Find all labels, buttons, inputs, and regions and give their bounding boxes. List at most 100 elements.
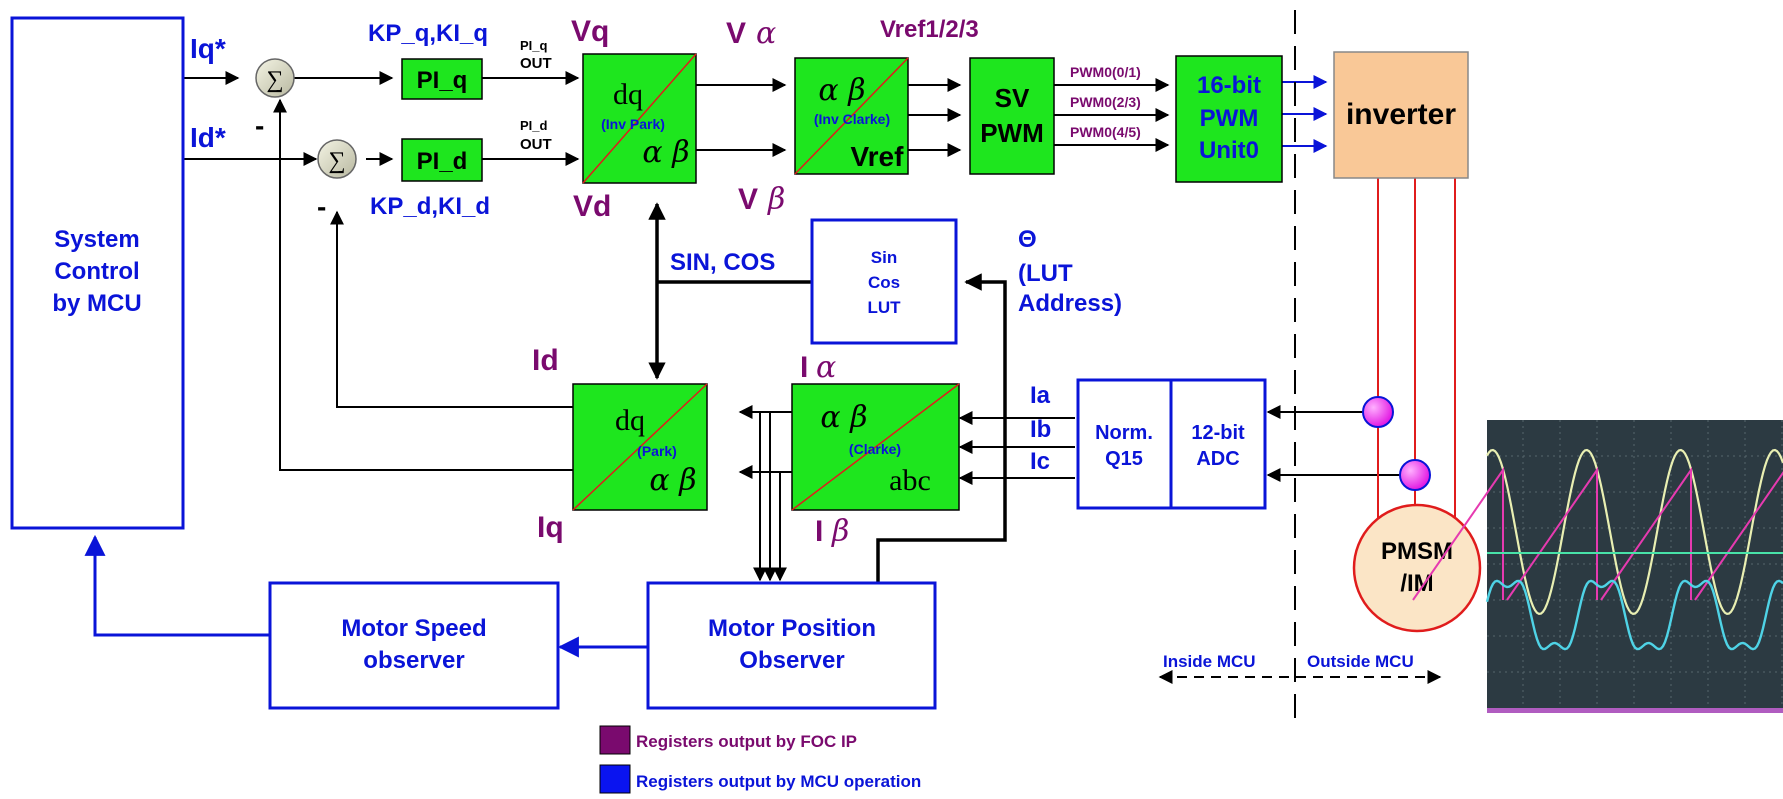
lut-line3: LUT	[867, 298, 901, 317]
id-feedback-label: Id	[532, 344, 559, 377]
legend-foc-label: Registers output by FOC IP	[636, 732, 857, 751]
summer-d-symbol: ∑	[328, 148, 345, 174]
pi-q-out-line2: OUT	[520, 55, 552, 72]
oscilloscope-capture	[1412, 420, 1783, 713]
inv-park-sub: (Inv Park)	[601, 116, 665, 132]
pwm-channel-2: PWM0(4/5)	[1070, 124, 1141, 140]
speed-observer-line1: Motor Speed	[341, 615, 486, 642]
legend-mcu-label: Registers output by MCU operation	[636, 772, 921, 791]
sincos-label: SIN, COS	[670, 249, 775, 276]
inv-clarke-top: α β	[818, 73, 865, 108]
svpwm-line2: PWM	[980, 118, 1044, 148]
sincos-lut-block: Sin Cos LUT	[810, 218, 958, 345]
pi-q-gains: KP_q,KI_q	[368, 20, 488, 47]
vd-label: Vd	[573, 190, 611, 223]
summer-q: ∑	[255, 58, 295, 98]
summer-q-minus: -	[255, 110, 264, 141]
id-star-label: Id*	[190, 122, 226, 153]
motor-line1: PMSM	[1381, 538, 1453, 565]
current-sensor-b	[1399, 459, 1431, 491]
summer-d-minus: -	[317, 191, 326, 222]
pi-d-block: PI_d	[401, 138, 483, 182]
inside-mcu-label: Inside MCU	[1163, 652, 1256, 671]
ia-label: Ia	[1030, 382, 1051, 409]
i-alpha-i: I	[800, 351, 808, 384]
speed-observer-block: Motor Speed observer	[268, 581, 560, 710]
v-beta-v: V	[738, 183, 758, 216]
norm-line1: Norm.	[1095, 422, 1153, 444]
iq-feedback-label: Iq	[537, 511, 564, 544]
inverter-block: inverter	[1333, 51, 1469, 179]
pi-q-out-line1: PI_q	[520, 38, 548, 53]
position-observer-line2: Observer	[739, 647, 844, 674]
clarke-block: α β (Clarke) abc	[791, 383, 960, 511]
inv-park-block: dq (Inv Park) α β	[582, 53, 697, 184]
system-control-line3: by MCU	[52, 290, 141, 317]
inv-park-bottom: α β	[642, 135, 689, 170]
position-observer-line1: Motor Position	[708, 615, 876, 642]
current-sensor-a	[1362, 396, 1394, 428]
system-control-line2: Control	[54, 258, 139, 285]
adc-block: 12-bit ADC	[1169, 378, 1267, 510]
inv-park-top: dq	[613, 78, 643, 111]
clarke-sub: (Clarke)	[849, 441, 901, 457]
pwm-unit-line2: PWM	[1200, 105, 1259, 132]
motor-block: PMSM /IM	[1352, 503, 1482, 633]
pwm-channel-1: PWM0(2/3)	[1070, 94, 1141, 110]
i-alpha-greek: α	[816, 350, 836, 385]
ib-label: Ib	[1030, 416, 1051, 443]
vref123-label: Vref1/2/3	[880, 16, 979, 43]
lut-address-line2: Address)	[1018, 290, 1122, 317]
inverter-label: inverter	[1346, 98, 1456, 131]
pwm-unit-line3: Unit0	[1199, 137, 1259, 164]
lut-line2: Cos	[868, 273, 900, 292]
v-beta-greek: β	[767, 182, 785, 217]
norm-q15-block: Norm. Q15	[1076, 378, 1173, 510]
svpwm-line1: SV	[995, 83, 1030, 113]
pi-d-gains: KP_d,KI_d	[370, 193, 490, 220]
lut-line1: Sin	[871, 248, 897, 267]
park-block: dq (Park) α β	[572, 383, 708, 511]
inv-clarke-bottom: Vref	[851, 141, 905, 172]
adc-line2: ADC	[1196, 448, 1239, 470]
lut-address-line1: (LUT	[1018, 260, 1073, 287]
pwm-channel-0: PWM0(0/1)	[1070, 64, 1141, 80]
legend-mcu-swatch	[599, 764, 631, 794]
park-bottom: α β	[649, 463, 696, 498]
iq-star-label: Iq*	[190, 33, 226, 64]
i-beta-i: I	[815, 515, 823, 548]
svpwm-block: SV PWM	[969, 57, 1055, 175]
ic-label: Ic	[1030, 448, 1050, 475]
position-observer-block: Motor Position Observer	[646, 581, 937, 710]
pi-q-label: PI_q	[417, 67, 468, 94]
system-control-block: System Control by MCU	[10, 16, 185, 530]
vq-label: Vq	[571, 15, 609, 48]
v-alpha-greek: α	[756, 16, 776, 51]
norm-line2: Q15	[1105, 448, 1143, 470]
v-alpha-v: V	[726, 17, 746, 50]
summer-q-symbol: ∑	[266, 67, 283, 93]
i-beta-greek: β	[831, 514, 849, 549]
outside-mcu-label: Outside MCU	[1307, 652, 1414, 671]
legend: Registers output by FOC IP Registers out…	[599, 725, 921, 794]
system-control-line1: System	[54, 226, 139, 253]
pwm-unit-line1: 16-bit	[1197, 72, 1261, 99]
inv-clarke-sub: (Inv Clarke)	[814, 111, 890, 127]
clarke-bottom: abc	[889, 464, 931, 497]
inv-clarke-block: α β (Inv Clarke) Vref	[794, 57, 909, 175]
adc-line1: 12-bit	[1191, 422, 1245, 444]
theta-label: Θ	[1018, 226, 1037, 253]
pi-d-out-line1: PI_d	[520, 118, 548, 133]
pi-q-block: PI_q	[401, 58, 483, 100]
park-sub: (Park)	[637, 443, 677, 459]
park-top: dq	[615, 404, 645, 437]
pi-d-label: PI_d	[417, 148, 468, 175]
summer-d: ∑	[317, 139, 357, 179]
pi-d-out-line2: OUT	[520, 136, 552, 153]
pwm-unit-block: 16-bit PWM Unit0	[1175, 55, 1283, 183]
clarke-top: α β	[820, 400, 867, 435]
legend-foc-swatch	[599, 725, 631, 755]
speed-observer-line2: observer	[363, 647, 464, 674]
